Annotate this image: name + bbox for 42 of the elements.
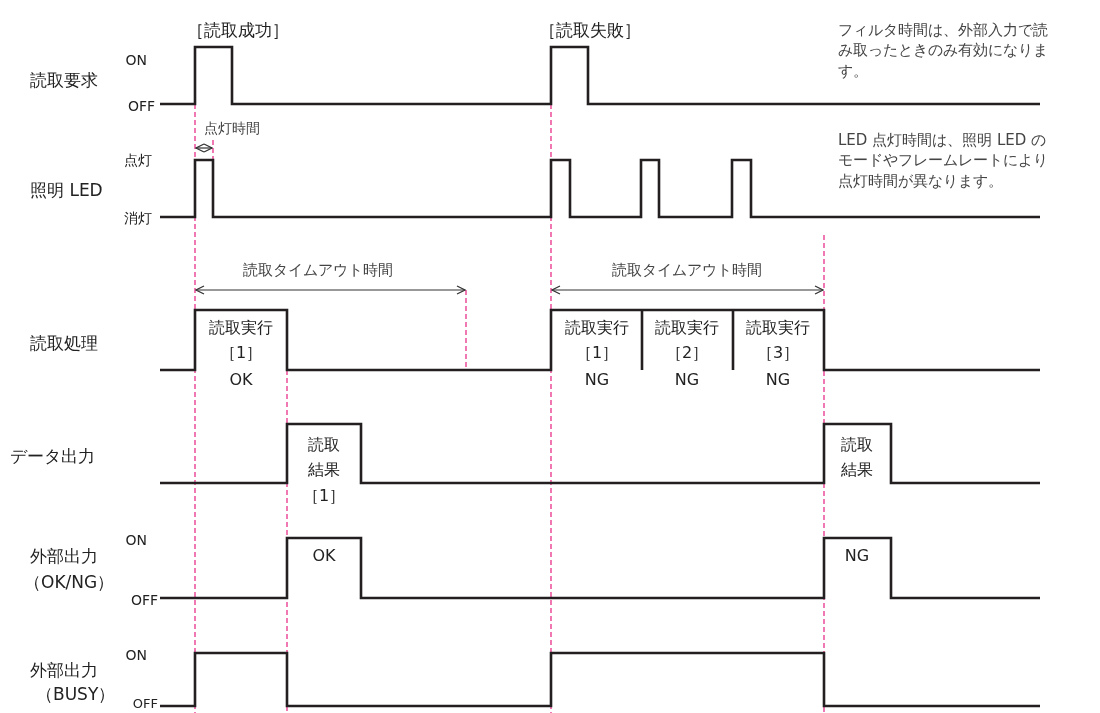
signal-name: 外部出力 (30, 545, 98, 567)
pulse-label: ［1］ (302, 486, 346, 506)
level-label: 点灯 (124, 151, 152, 169)
level-label: 消灯 (124, 209, 152, 227)
duration-label: 点灯時間 (204, 119, 260, 137)
level-label: ON (125, 531, 147, 549)
state-label: ［読取成功］ (187, 19, 289, 41)
pulse-label: ［3］ (756, 343, 800, 363)
signal-name: 読取処理 (30, 332, 98, 354)
level-label: OFF (132, 696, 158, 712)
duration-label: 読取タイムアウト時間 (243, 261, 393, 279)
pulse-label: 結果 (308, 460, 340, 480)
pulse-label: 読取実行 (565, 318, 629, 338)
pulse-label: ［1］ (219, 343, 263, 363)
pulse-label: OK (229, 370, 253, 390)
signal-name: 照明 LED (30, 179, 103, 201)
note-text: フィルタ時間は、外部入力で読み取ったときのみ有効になります。 (838, 19, 1049, 81)
pulse-label: NG (765, 370, 791, 390)
pulse-label: NG (844, 546, 870, 566)
signal-name: （BUSY） (36, 683, 116, 705)
pulse-label: 読取実行 (655, 318, 719, 338)
pulse-label: NG (584, 370, 610, 390)
pulse-label: ［2］ (665, 343, 709, 363)
pulse-label: NG (674, 370, 700, 390)
pulse-label: OK (312, 546, 336, 566)
signal-name: 読取要求 (30, 69, 98, 91)
level-label: OFF (127, 97, 155, 115)
signal-name: データ出力 (10, 445, 95, 467)
level-label: ON (125, 646, 147, 664)
pulse-label: 読取実行 (209, 318, 273, 338)
state-label: ［読取失敗］ (539, 19, 641, 41)
pulse-label: 読取実行 (746, 318, 810, 338)
signal-name: （OK/NG） (24, 571, 115, 593)
duration-label: 読取タイムアウト時間 (612, 261, 762, 279)
note-text: LED 点灯時間は、照明 LED のモードやフレームレートにより点灯時間が異なります。 (838, 129, 1049, 191)
pulse-label: 読取 (308, 435, 340, 455)
signal-name: 外部出力 (30, 659, 98, 681)
pulse-label: ［1］ (575, 343, 619, 363)
pulse-label: 結果 (841, 460, 873, 480)
level-label: ON (125, 51, 147, 69)
level-label: OFF (130, 591, 158, 609)
pulse-label: 読取 (841, 435, 873, 455)
